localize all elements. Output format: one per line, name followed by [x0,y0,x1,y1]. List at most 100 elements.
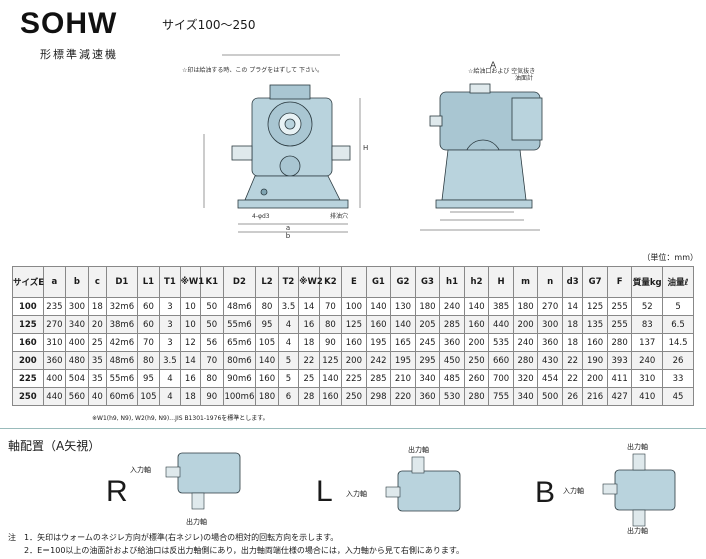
table-cell: 298 [365,387,392,406]
table-header-cell: T2 [277,266,300,298]
oil-gauge-label: 油面計 [515,74,533,82]
output-shaft-label: 出力軸 [186,518,207,526]
table-cell: 755 [488,387,514,406]
input-shaft-label: 入力軸 [563,487,584,495]
table-cell: 160 [255,369,279,388]
front-view-drawing [429,83,543,209]
table-cell: 105 [255,333,279,352]
table-header-cell: 質量kg [631,266,664,298]
table-header-cell: c [87,266,108,298]
table-cell: 360 [414,387,441,406]
footnote: ※W1(h9, N9), W2(h9, N9)…JIS B1301-1976を標… [92,415,269,422]
table-cell: 320 [512,369,539,388]
table-cell: 180 [255,387,279,406]
table-cell: 245 [414,333,441,352]
table-cell: 3 [159,315,181,334]
breather-note: ☆給油口および 空気抜き [468,67,535,75]
table-cell: 18 [179,387,202,406]
table-cell: 200 [512,315,539,334]
table-cell: 22 [561,369,584,388]
arrangement-r-diagram [165,452,241,510]
table-cell: 60 [136,297,161,316]
table-cell: 10 [179,297,202,316]
table-cell: 180 [512,297,539,316]
table-cell: 52 [631,297,664,316]
table-cell: 140 [255,351,279,370]
table-cell: 6.5 [662,315,694,334]
front-view-dimensions [420,211,540,231]
plug-note: ☆印は給油する時、この プラグをはずして 下さい。 [182,66,323,74]
table-cell: 105 [136,387,161,406]
table-cell: 200 [463,333,490,352]
table-cell: 3 [159,297,181,316]
table-cell: 260 [463,369,490,388]
table-cell: 80 [318,315,343,334]
table-cell: 26 [662,351,694,370]
table-cell: 5 [662,297,694,316]
table-header-cell: ※W1 [179,266,204,298]
side-view-drawing [231,84,351,209]
table-cell: 4 [277,333,300,352]
table-cell: 4 [277,315,300,334]
dim-a: a [286,224,290,232]
table-cell: 125 [318,351,343,370]
table-cell: 60 [136,315,161,334]
table-header-cell: G3 [414,266,441,298]
table-cell: 280 [606,333,633,352]
table-cell: 12 [179,333,202,352]
table-cell: 440 [42,387,67,406]
table-cell: 100 [12,297,44,316]
table-cell: 340 [414,369,441,388]
table-cell: 160 [12,333,44,352]
table-cell: 454 [537,369,563,388]
table-cell: 250 [463,351,490,370]
output-shaft-label: 出力軸 [408,446,429,454]
table-cell: 216 [582,387,608,406]
table-cell: 225 [12,369,44,388]
table-cell: 70 [200,351,224,370]
table-cell: 125 [582,297,608,316]
table-cell: 95 [136,369,161,388]
table-cell: 235 [42,297,67,316]
table-cell: 255 [606,297,633,316]
table-cell: 250 [12,387,44,406]
table-header-cell: G1 [365,266,392,298]
table-header-cell: T1 [159,266,181,298]
table-cell: 35 [87,351,108,370]
arrangement-l-diagram [385,456,461,512]
table-cell: 160 [318,387,343,406]
table-cell: 3.5 [159,351,181,370]
table-cell: 38m6 [106,315,138,334]
table-cell: 385 [488,297,514,316]
table-cell: 4 [159,369,181,388]
table-header-cell: G7 [582,266,608,298]
divider [0,428,706,429]
table-header-cell: G2 [390,266,416,298]
table-cell: 195 [390,351,416,370]
table-cell: 210 [390,369,416,388]
table-cell: 360 [439,333,465,352]
table-cell: 14 [561,297,584,316]
table-cell: 280 [512,351,539,370]
table-header-cell: D1 [106,266,138,298]
table-cell: 560 [65,387,89,406]
table-cell: 504 [65,369,89,388]
table-header-cell: ※W2 [298,266,323,298]
table-cell: 130 [390,297,416,316]
table-header-cell: b [65,266,89,298]
table-cell: 90m6 [222,369,257,388]
table-cell: 140 [390,315,416,334]
table-cell: 14.5 [662,333,694,352]
table-cell: 90 [318,333,343,352]
table-cell: 25 [298,369,320,388]
table-cell: 135 [582,315,608,334]
table-cell: 255 [606,315,633,334]
table-cell: 26 [561,387,584,406]
table-cell: 18 [87,297,108,316]
table-cell: 195 [365,333,392,352]
header: SOHW 形標準減速機 サイズ100～250 [0,0,706,78]
arrangement-b-diagram [602,453,676,527]
size-range: サイズ100～250 [162,18,256,32]
output-shaft-label-bottom: 出力軸 [627,527,648,535]
